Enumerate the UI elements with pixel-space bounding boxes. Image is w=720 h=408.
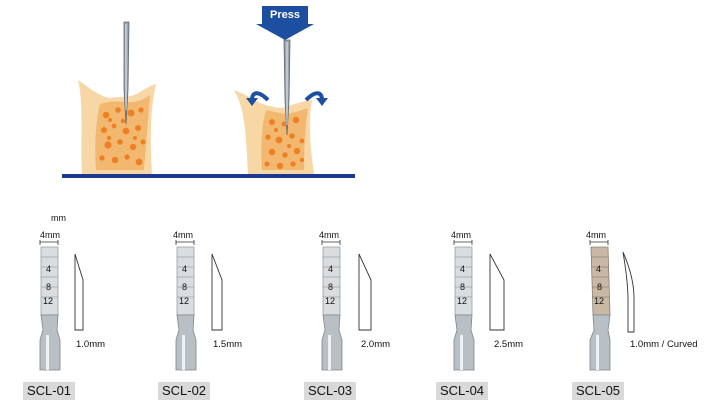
- scale-mark: 12: [179, 296, 190, 306]
- scale-mark: 8: [46, 282, 52, 292]
- scale-mark: 4: [596, 264, 602, 274]
- bone-right: [234, 39, 328, 174]
- scale-mark: 8: [460, 282, 466, 292]
- tool-image-scl-03: [321, 240, 343, 371]
- tool-image-scl-01: [39, 240, 61, 371]
- blade-profile-scl-05: [622, 251, 635, 333]
- press-arrow: [256, 6, 314, 40]
- tool-image-scl-04: [453, 240, 475, 371]
- press-label: Press: [270, 9, 300, 21]
- baseline-line: [62, 174, 355, 178]
- scale-mark: 4: [182, 264, 188, 274]
- thickness-label: 2.0mm: [361, 339, 391, 350]
- width-label: 4mm: [173, 230, 193, 240]
- blade-profile-scl-01: [74, 253, 84, 331]
- scale-mark: 12: [43, 296, 54, 306]
- tool-code-scl-01: SCL-01: [23, 382, 75, 400]
- scale-mark: 4: [460, 264, 466, 274]
- thickness-label: 2.5mm: [494, 339, 524, 350]
- scale-mark: 4: [46, 264, 52, 274]
- tool-code-scl-04: SCL-04: [436, 382, 488, 400]
- scale-mark: 12: [457, 296, 468, 306]
- width-label: 4mm: [319, 230, 339, 240]
- blade-profile-scl-02: [211, 253, 223, 331]
- unit-label: mm: [51, 213, 66, 223]
- scale-mark: 8: [182, 282, 188, 292]
- width-label: 4mm: [586, 230, 606, 240]
- width-label: 4mm: [40, 230, 60, 240]
- blade-profile-scl-04: [489, 253, 505, 331]
- scale-mark: 8: [328, 282, 334, 292]
- scale-mark: 4: [328, 264, 334, 274]
- scale-mark: 12: [594, 296, 605, 306]
- bone-expansion-illustration: [62, 6, 355, 178]
- scale-mark: 8: [597, 282, 603, 292]
- width-label: 4mm: [451, 230, 471, 240]
- thickness-label: 1.0mm / Curved: [630, 339, 698, 350]
- scale-mark: 12: [325, 296, 336, 306]
- tool-code-scl-03: SCL-03: [304, 382, 356, 400]
- thickness-label: 1.5mm: [213, 339, 243, 350]
- tool-code-scl-05: SCL-05: [572, 382, 624, 400]
- thickness-label: 1.0mm: [76, 339, 106, 350]
- bone-left: [78, 21, 156, 174]
- tool-code-scl-02: SCL-02: [158, 382, 210, 400]
- tool-image-scl-05: [589, 240, 611, 371]
- blade-profile-scl-03: [358, 253, 372, 331]
- tool-image-scl-02: [175, 240, 197, 371]
